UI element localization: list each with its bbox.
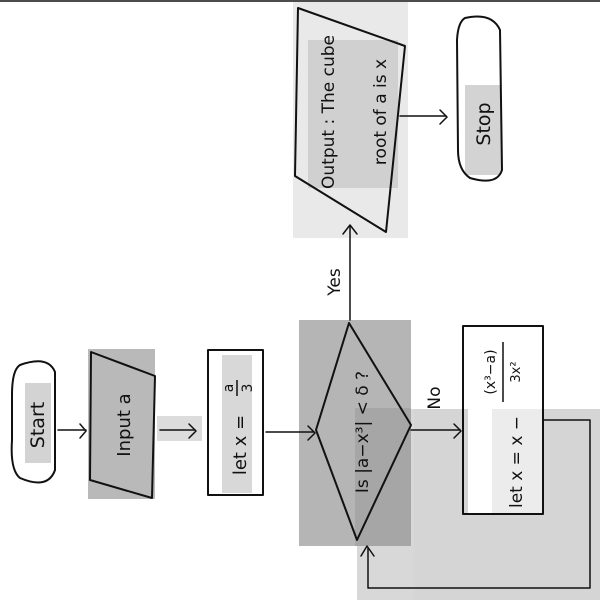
update-let-label: let x = x −	[507, 416, 527, 508]
start-terminator	[10, 360, 56, 484]
output-line1: Output : The cube	[319, 35, 339, 189]
input-label: Input a	[114, 393, 135, 456]
start-label: Start	[27, 402, 49, 448]
arrow-input-init-head	[188, 423, 197, 439]
output-text-highlight	[308, 40, 398, 188]
init-numerator: a	[221, 384, 237, 393]
stop-text-highlight	[465, 85, 501, 175]
init-let-label: let x =	[230, 415, 251, 475]
arrow-init-decision-head	[307, 425, 316, 441]
arrow-output-stop-head	[439, 109, 448, 125]
input-highlight	[88, 349, 155, 499]
update-numerator: (x³−a)	[483, 349, 499, 394]
arrow-loop-back-head	[360, 545, 375, 557]
arrow-loop-back	[367, 419, 591, 589]
init-denominator: 3	[240, 384, 256, 393]
input-parallelogram	[89, 351, 156, 499]
arrow-yes-head	[342, 224, 358, 235]
arrow2-highlight	[157, 416, 202, 441]
stop-label: Stop	[473, 102, 495, 145]
output-line2: root of a is x	[371, 59, 391, 165]
arrow-start-input-head	[79, 423, 87, 439]
decision-diamond	[315, 322, 412, 541]
yes-label: Yes	[325, 268, 345, 297]
decision-label: Is |a−x³| < δ ?	[353, 371, 373, 493]
output-parallelogram	[294, 7, 406, 233]
update-text-highlight	[492, 409, 542, 514]
stop-terminator	[456, 15, 503, 182]
arrow-no-head	[453, 423, 462, 439]
init-text-highlight	[222, 355, 252, 493]
update-denominator: 3x²	[509, 361, 524, 382]
start-text-highlight	[25, 383, 51, 463]
no-label: No	[425, 386, 445, 409]
init-process-box	[207, 349, 264, 496]
